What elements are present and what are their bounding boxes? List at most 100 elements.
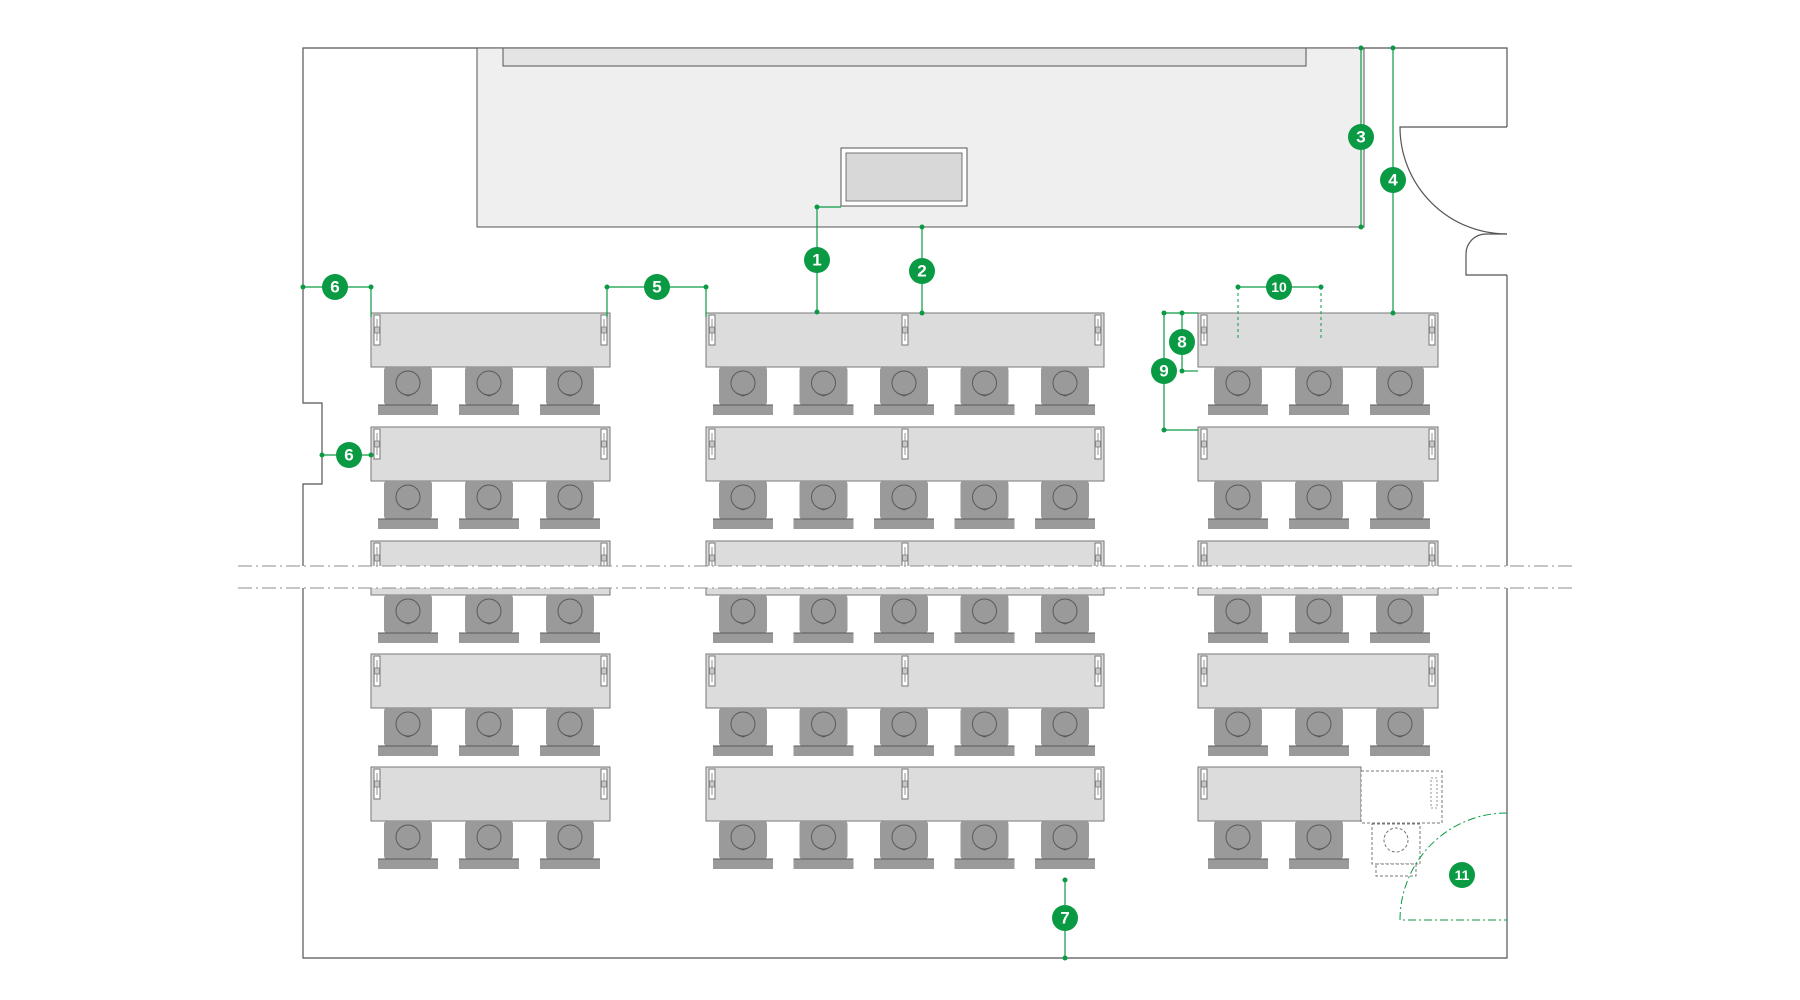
chair	[377, 707, 439, 757]
desk-leg	[1428, 428, 1436, 460]
chair	[1034, 366, 1096, 416]
marker-9-label: 9	[1159, 362, 1168, 381]
table-row-left-2	[370, 426, 611, 530]
desk-leg	[708, 655, 716, 687]
marker-6-top-label: 6	[330, 278, 339, 297]
chair	[712, 480, 774, 530]
chair	[954, 820, 1015, 870]
chair	[1034, 707, 1096, 757]
desk	[1197, 766, 1362, 822]
dimension-extension-lines	[1237, 287, 1322, 340]
chair	[377, 366, 439, 416]
chair	[539, 366, 601, 416]
marker-11: 11	[1449, 862, 1475, 888]
desk-leg	[708, 428, 716, 460]
marker-3: 3	[1348, 124, 1374, 150]
marker-6-side: 6	[336, 442, 362, 468]
desk-leg	[901, 768, 909, 800]
marker-1: 1	[804, 247, 830, 273]
chair	[1288, 820, 1350, 870]
desk-leg	[373, 314, 381, 346]
marker-4: 4	[1380, 167, 1406, 193]
marker-1-label: 1	[812, 251, 821, 270]
desk-leg	[1200, 768, 1208, 800]
marker-8-label: 8	[1177, 333, 1186, 352]
marker-10-label: 10	[1271, 279, 1287, 295]
chair	[539, 820, 601, 870]
table-row-right-1	[1197, 312, 1439, 416]
desk-leg	[1094, 314, 1102, 346]
door-jamb-upper	[1465, 233, 1507, 276]
marker-9: 9	[1151, 358, 1177, 384]
turning-circle	[1399, 812, 1508, 921]
room-walls	[302, 47, 1508, 959]
whiteboard	[502, 47, 1307, 67]
chair	[1034, 594, 1096, 644]
chair	[873, 594, 935, 644]
chair	[1369, 366, 1431, 416]
chair	[458, 820, 520, 870]
chair	[873, 480, 935, 530]
chair	[1034, 820, 1096, 870]
table-row-center-1	[705, 312, 1105, 416]
desk	[370, 766, 611, 822]
table-row-right-2	[1197, 426, 1439, 530]
chair	[377, 594, 439, 644]
chair	[954, 366, 1015, 416]
chair	[712, 820, 774, 870]
chair	[712, 707, 774, 757]
chair	[1207, 366, 1269, 416]
desk-leg	[373, 428, 381, 460]
chair	[873, 366, 935, 416]
desk-leg	[901, 655, 909, 687]
chair	[539, 480, 601, 530]
chair	[1369, 480, 1431, 530]
chair	[1207, 594, 1269, 644]
chair	[1034, 480, 1096, 530]
door-opening-upper	[1502, 127, 1512, 275]
chair	[1288, 707, 1350, 757]
desk	[1197, 426, 1439, 482]
accessible-desk	[1360, 770, 1443, 877]
chair	[793, 594, 854, 644]
chair	[793, 820, 854, 870]
desk-leg	[1094, 655, 1102, 687]
marker-5: 5	[644, 274, 670, 300]
table-row-left-5	[370, 766, 611, 870]
desk	[1197, 653, 1439, 709]
table-row-right-3	[1197, 540, 1439, 644]
chair	[712, 366, 774, 416]
desk-leg	[600, 768, 608, 800]
desk-leg	[1200, 428, 1208, 460]
chair	[1288, 366, 1350, 416]
marker-6-side-label: 6	[344, 446, 353, 465]
break-band	[230, 566, 1575, 588]
chair	[1369, 707, 1431, 757]
desk-leg	[600, 428, 608, 460]
desk-leg	[901, 314, 909, 346]
chair	[793, 366, 854, 416]
table-row-left-3	[370, 540, 611, 644]
desk-leg	[1200, 314, 1208, 346]
chair	[954, 594, 1015, 644]
chair	[1207, 820, 1269, 870]
marker-2: 2	[909, 258, 935, 284]
desk-leg	[1200, 655, 1208, 687]
table-row-left-1	[370, 312, 611, 416]
desk-leg	[600, 314, 608, 346]
dimension-end-dots	[300, 45, 1396, 961]
chair	[1207, 707, 1269, 757]
desk	[370, 426, 611, 482]
table-row-right-4	[1197, 653, 1439, 757]
desk-leg	[373, 768, 381, 800]
marker-10: 10	[1266, 274, 1292, 300]
table-row-center-4	[705, 653, 1105, 757]
desk-leg	[600, 655, 608, 687]
chair	[793, 480, 854, 530]
chair	[793, 707, 854, 757]
desk-leg	[1094, 768, 1102, 800]
marker-8: 8	[1169, 329, 1195, 355]
desk	[370, 312, 611, 368]
table-row-center-5	[705, 766, 1105, 870]
